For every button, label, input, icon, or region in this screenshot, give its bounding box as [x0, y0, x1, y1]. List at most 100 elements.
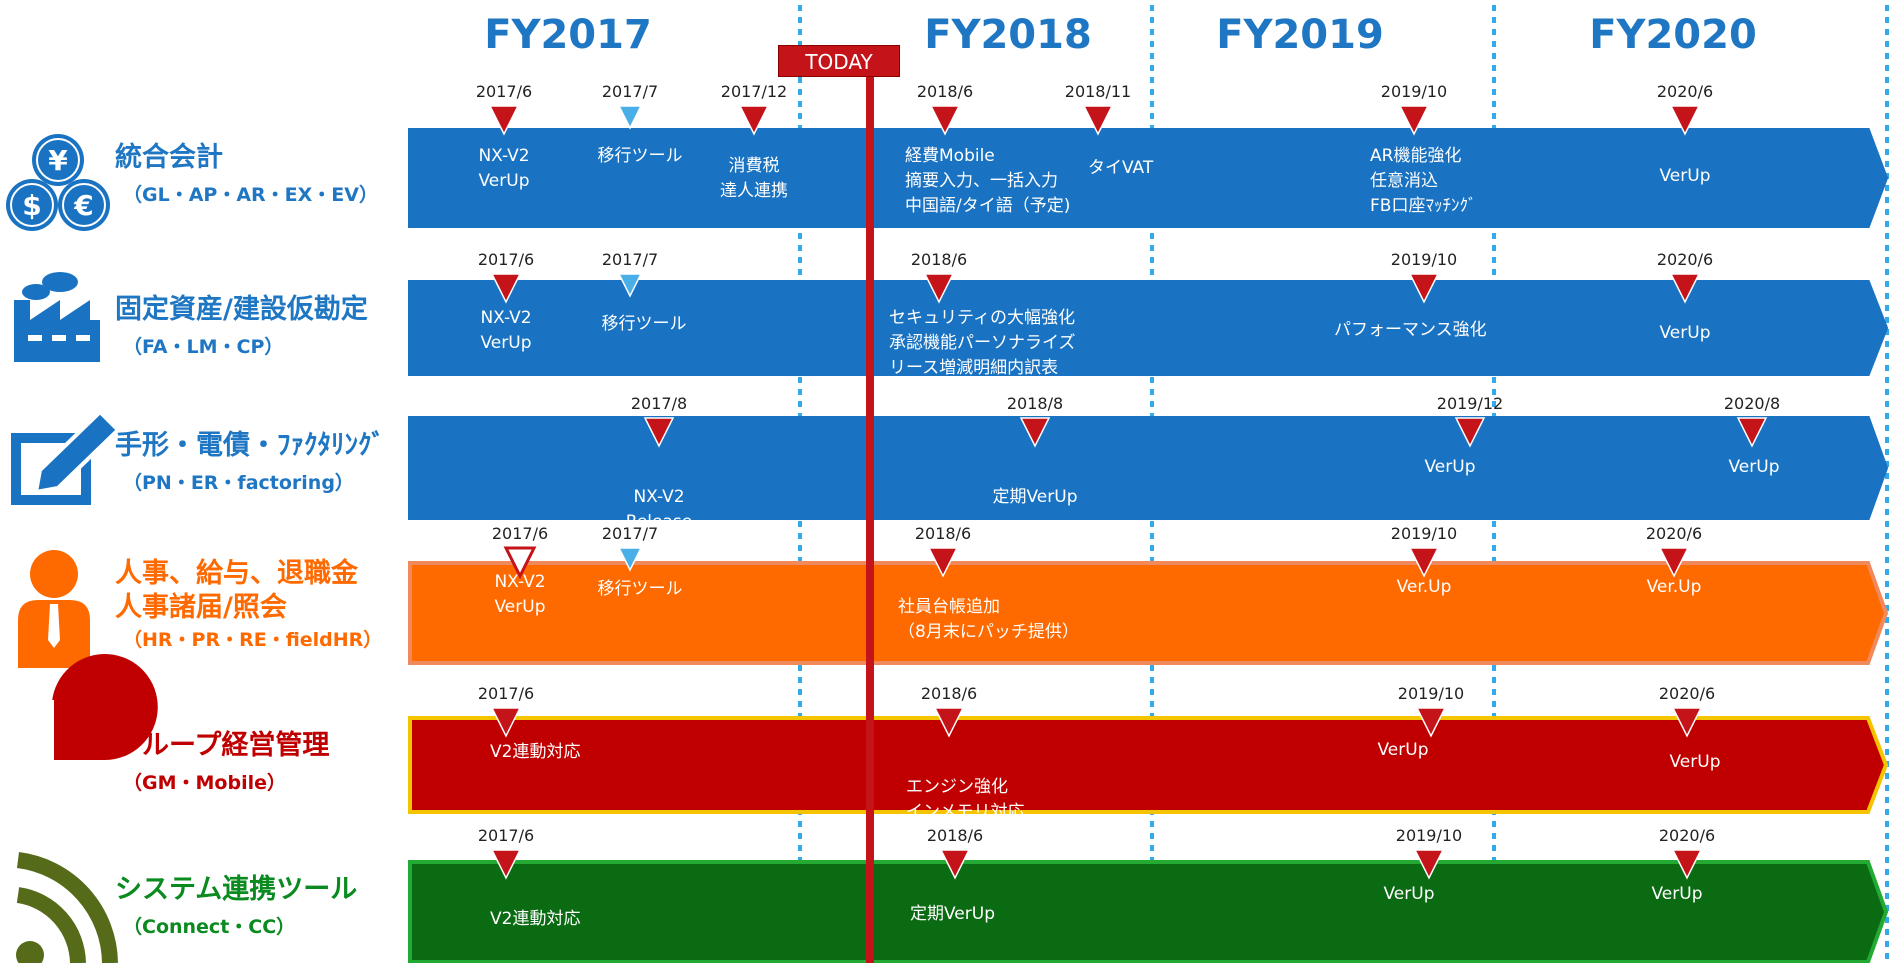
- milestone-date: 2020/6: [1656, 250, 1714, 269]
- milestone-marker: [490, 273, 522, 304]
- lane-subtitle: （PN・ER・factoring）: [123, 472, 354, 494]
- milestone-date: 2019/10: [1390, 250, 1458, 269]
- milestone-label: インメモリ対応: [906, 802, 1025, 822]
- milestone-marker: [1408, 547, 1440, 578]
- milestone-marker: [933, 707, 965, 738]
- person-icon: [18, 550, 90, 668]
- milestone-label: NX-V2: [478, 146, 530, 166]
- milestone-marker: [617, 273, 643, 298]
- milestone-marker: [1736, 417, 1768, 448]
- milestone-label: Release: [625, 512, 693, 532]
- milestone-marker: [1415, 707, 1447, 738]
- milestone-date: 2017/12: [720, 82, 788, 101]
- milestone-marker: [1669, 273, 1701, 304]
- milestone-marker: [503, 546, 537, 580]
- milestone-marker: [643, 417, 675, 448]
- milestone-date: 2017/6: [477, 250, 535, 269]
- milestone-label: Ver.Up: [1646, 577, 1702, 597]
- milestone-label: セキュリティの大幅強化: [889, 308, 1075, 328]
- today-label: TODAY: [778, 45, 900, 77]
- milestone-label: タイVAT: [1088, 158, 1154, 178]
- milestone-date: 2020/6: [1658, 826, 1716, 845]
- milestone-date: 2017/6: [475, 82, 533, 101]
- milestone-label: VerUp: [1659, 323, 1711, 343]
- milestone-label: VerUp: [480, 333, 532, 353]
- milestone-date: 2018/6: [914, 524, 972, 543]
- milestone-date: 2020/6: [1658, 684, 1716, 703]
- lane-band: [408, 416, 1889, 520]
- milestone-marker: [488, 105, 520, 136]
- lane-band: [408, 716, 1889, 814]
- lane-band: [408, 280, 1889, 376]
- edit-document-icon: [11, 409, 121, 505]
- milestone-marker: [923, 273, 955, 304]
- milestone-date: 2017/7: [601, 524, 659, 543]
- lane-band: [408, 561, 1889, 665]
- milestone-label: FB口座ﾏｯﾁﾝｸﾞ: [1370, 196, 1477, 216]
- milestone-label: 摘要入力、一括入力: [905, 171, 1058, 191]
- milestone-marker: [1398, 105, 1430, 136]
- milestone-label: （8月末にパッチ提供）: [898, 622, 1079, 642]
- lane-title: グループ経営管理: [115, 730, 330, 761]
- lane-subtitle: （FA・LM・CP）: [123, 336, 284, 358]
- milestone-label: VerUp: [1651, 884, 1703, 904]
- milestone-label: VerUp: [1728, 457, 1780, 477]
- milestone-label: Ver.Up: [1396, 577, 1452, 597]
- lane-band: [408, 128, 1889, 228]
- milestone-label: 移行ツール: [601, 314, 687, 334]
- lane-title: 統合会計: [115, 142, 223, 173]
- milestone-date: 2017/6: [477, 826, 535, 845]
- milestone-date: 2019/10: [1380, 82, 1448, 101]
- lane-title: システム連携ツール: [115, 874, 358, 905]
- milestone-label: VerUp: [1669, 752, 1721, 772]
- pie-chart-icon: [18, 654, 158, 792]
- milestone-label: 移行ツール: [597, 146, 683, 166]
- lane-subtitle: （GM・Mobile）: [123, 772, 286, 794]
- milestone-label: 定期VerUp: [910, 904, 995, 924]
- milestone-date: 2020/8: [1723, 394, 1781, 413]
- milestone-label: VerUp: [1383, 884, 1435, 904]
- milestone-label: V2連動対応: [490, 909, 581, 929]
- milestone-label: 社員台帳追加: [898, 597, 1000, 617]
- svg-text:$: $: [22, 189, 41, 222]
- milestone-marker: [1019, 417, 1051, 448]
- milestone-date: 2018/6: [926, 826, 984, 845]
- factory-icon: [14, 272, 100, 362]
- milestone-label: V2連動対応: [490, 742, 581, 762]
- milestone-date: 2019/10: [1390, 524, 1458, 543]
- milestone-date: 2017/6: [477, 684, 535, 703]
- svg-text:€: €: [73, 189, 93, 222]
- milestone-label: VerUp: [1424, 457, 1476, 477]
- fiscal-year-header: FY2019: [1216, 12, 1384, 58]
- milestone-marker: [1658, 547, 1690, 578]
- milestone-date: 2017/8: [630, 394, 688, 413]
- milestone-label: 中国語/タイ語（予定): [905, 196, 1071, 216]
- milestone-date: 2017/7: [601, 82, 659, 101]
- lane-title: 人事、給与、退職金: [115, 558, 358, 589]
- milestone-date: 2019/12: [1436, 394, 1504, 413]
- milestone-date: 2018/6: [920, 684, 978, 703]
- milestone-label: NX-V2: [480, 308, 532, 328]
- lane-band: [408, 860, 1889, 963]
- milestone-marker: [939, 849, 971, 880]
- lane-subtitle: （Connect・CC）: [123, 916, 296, 938]
- fiscal-year-header: FY2020: [1589, 12, 1757, 58]
- fiscal-year-header: FY2018: [924, 12, 1092, 58]
- lane-title: 人事諸届/照会: [115, 592, 287, 623]
- milestone-marker: [490, 707, 522, 738]
- milestone-date: 2017/7: [601, 250, 659, 269]
- milestone-label: 定期VerUp: [992, 487, 1078, 507]
- milestone-label: VerUp: [478, 171, 530, 191]
- milestone-marker: [1082, 105, 1114, 136]
- milestone-date: 2019/10: [1397, 684, 1465, 703]
- milestone-label: VerUp: [1377, 740, 1429, 760]
- milestone-marker: [1669, 105, 1701, 136]
- milestone-label: 達人連携: [720, 181, 788, 201]
- milestone-marker: [927, 547, 959, 578]
- milestone-label: 経費Mobile: [905, 146, 995, 166]
- milestone-label: パフォーマンス強化: [1334, 320, 1487, 340]
- lane-subtitle: （GL・AP・AR・EX・EV）: [123, 184, 378, 206]
- lane-subtitle: （HR・PR・RE・fieldHR）: [123, 629, 383, 651]
